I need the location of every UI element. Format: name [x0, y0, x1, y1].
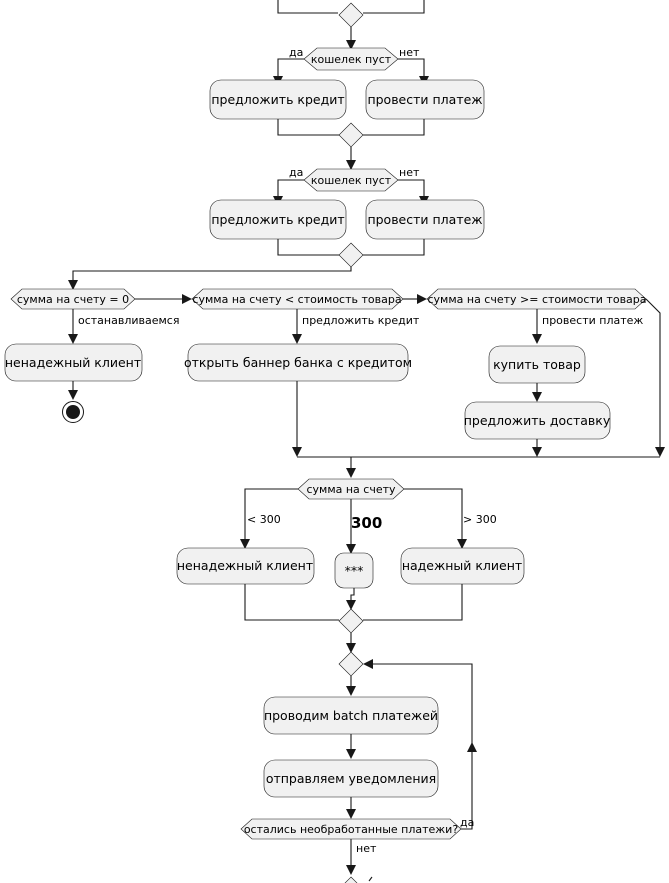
svg-text:ненадежный клиент: ненадежный клиент	[5, 355, 141, 370]
svg-text:сумма на счету < стоимость тов: сумма на счету < стоимость товара	[192, 293, 401, 306]
svg-text:предложить кредит: предложить кредит	[211, 92, 344, 107]
branch-label-offer-credit: предложить кредит	[302, 314, 420, 327]
case-label-less: < 300	[247, 513, 281, 526]
svg-text:сумма на счету >= стоимости то: сумма на счету >= стоимости товара	[427, 293, 646, 306]
action-make-payment-1: провести платеж	[365, 79, 485, 120]
svg-text:предложить доставку: предложить доставку	[464, 413, 611, 428]
loop-start-diamond	[338, 651, 364, 677]
decision-wallet-empty-1: кошелек пуст	[303, 47, 399, 71]
switch-balance: сумма на счету	[297, 478, 405, 500]
svg-text:надежный клиент: надежный клиент	[402, 558, 522, 573]
svg-text:сумма на счету = 0: сумма на счету = 0	[17, 293, 129, 306]
svg-text:***: ***	[345, 563, 364, 578]
loop-yes-label: да	[460, 816, 474, 829]
decision-yes-label: да	[289, 46, 303, 59]
action-process-batch: проводим batch платежей	[263, 696, 439, 735]
top-merge	[277, 0, 425, 50]
decision-label: кошелек пуст	[311, 53, 392, 66]
decision-no-label: нет	[399, 166, 420, 179]
action-offer-delivery: предложить доставку	[464, 401, 611, 440]
condition-balance-gte-price: сумма на счету >= стоимости товара	[426, 288, 647, 310]
svg-text:купить товар: купить товар	[493, 357, 581, 372]
action-open-bank-banner: открыть баннер банка с кредитом	[184, 343, 412, 382]
action-unreliable-client-1: ненадежный клиент	[4, 343, 143, 382]
branch-label-make-payment: провести платеж	[542, 314, 643, 327]
loop-end-diamond	[344, 876, 358, 883]
svg-text:остались необработанные платеж: остались необработанные платежи?	[244, 823, 459, 836]
decision-no-label: нет	[399, 46, 420, 59]
decision-label: кошелек пуст	[311, 174, 392, 187]
svg-text:провести платеж: провести платеж	[367, 92, 482, 107]
branch-label-stop: останавливаемся	[78, 314, 179, 327]
svg-text:предложить кредит: предложить кредит	[211, 212, 344, 227]
action-stars: ***	[334, 552, 374, 589]
merge-diamond-switch	[338, 608, 364, 634]
decision-wallet-empty-2: кошелек пуст	[303, 168, 399, 192]
loop-condition: остались необработанные платежи?	[240, 818, 462, 840]
action-send-notifications: отправляем уведомления	[263, 759, 439, 798]
condition-balance-zero: сумма на счету = 0	[10, 288, 136, 310]
action-unreliable-client-2: ненадежный клиент	[176, 547, 315, 585]
case-label-greater: > 300	[463, 513, 497, 526]
svg-text:проводим batch платежей: проводим batch платежей	[264, 708, 438, 723]
svg-text:провести платеж: провести платеж	[367, 212, 482, 227]
stop-node	[62, 401, 84, 423]
action-offer-credit-2: предложить кредит	[209, 199, 347, 240]
action-offer-credit-1: предложить кредит	[209, 79, 347, 120]
condition-balance-less-than-price: сумма на счету < стоимость товара	[191, 288, 404, 310]
svg-text:отправляем уведомления: отправляем уведомления	[266, 771, 436, 786]
decision-yes-label: да	[289, 166, 303, 179]
case-label-equal: 300	[351, 514, 382, 532]
svg-text:ненадежный клиент: ненадежный клиент	[177, 558, 313, 573]
svg-text:открыть баннер банка с кредито: открыть баннер банка с кредитом	[184, 355, 412, 370]
action-buy-item: купить товар	[488, 345, 586, 384]
action-reliable-client: надежный клиент	[400, 547, 525, 585]
action-make-payment-2: провести платеж	[365, 199, 485, 240]
svg-text:сумма на счету: сумма на счету	[306, 483, 396, 496]
merge-diamond-2	[338, 242, 364, 268]
merge-diamond-1	[338, 122, 364, 148]
loop-no-label: нет	[356, 842, 377, 855]
